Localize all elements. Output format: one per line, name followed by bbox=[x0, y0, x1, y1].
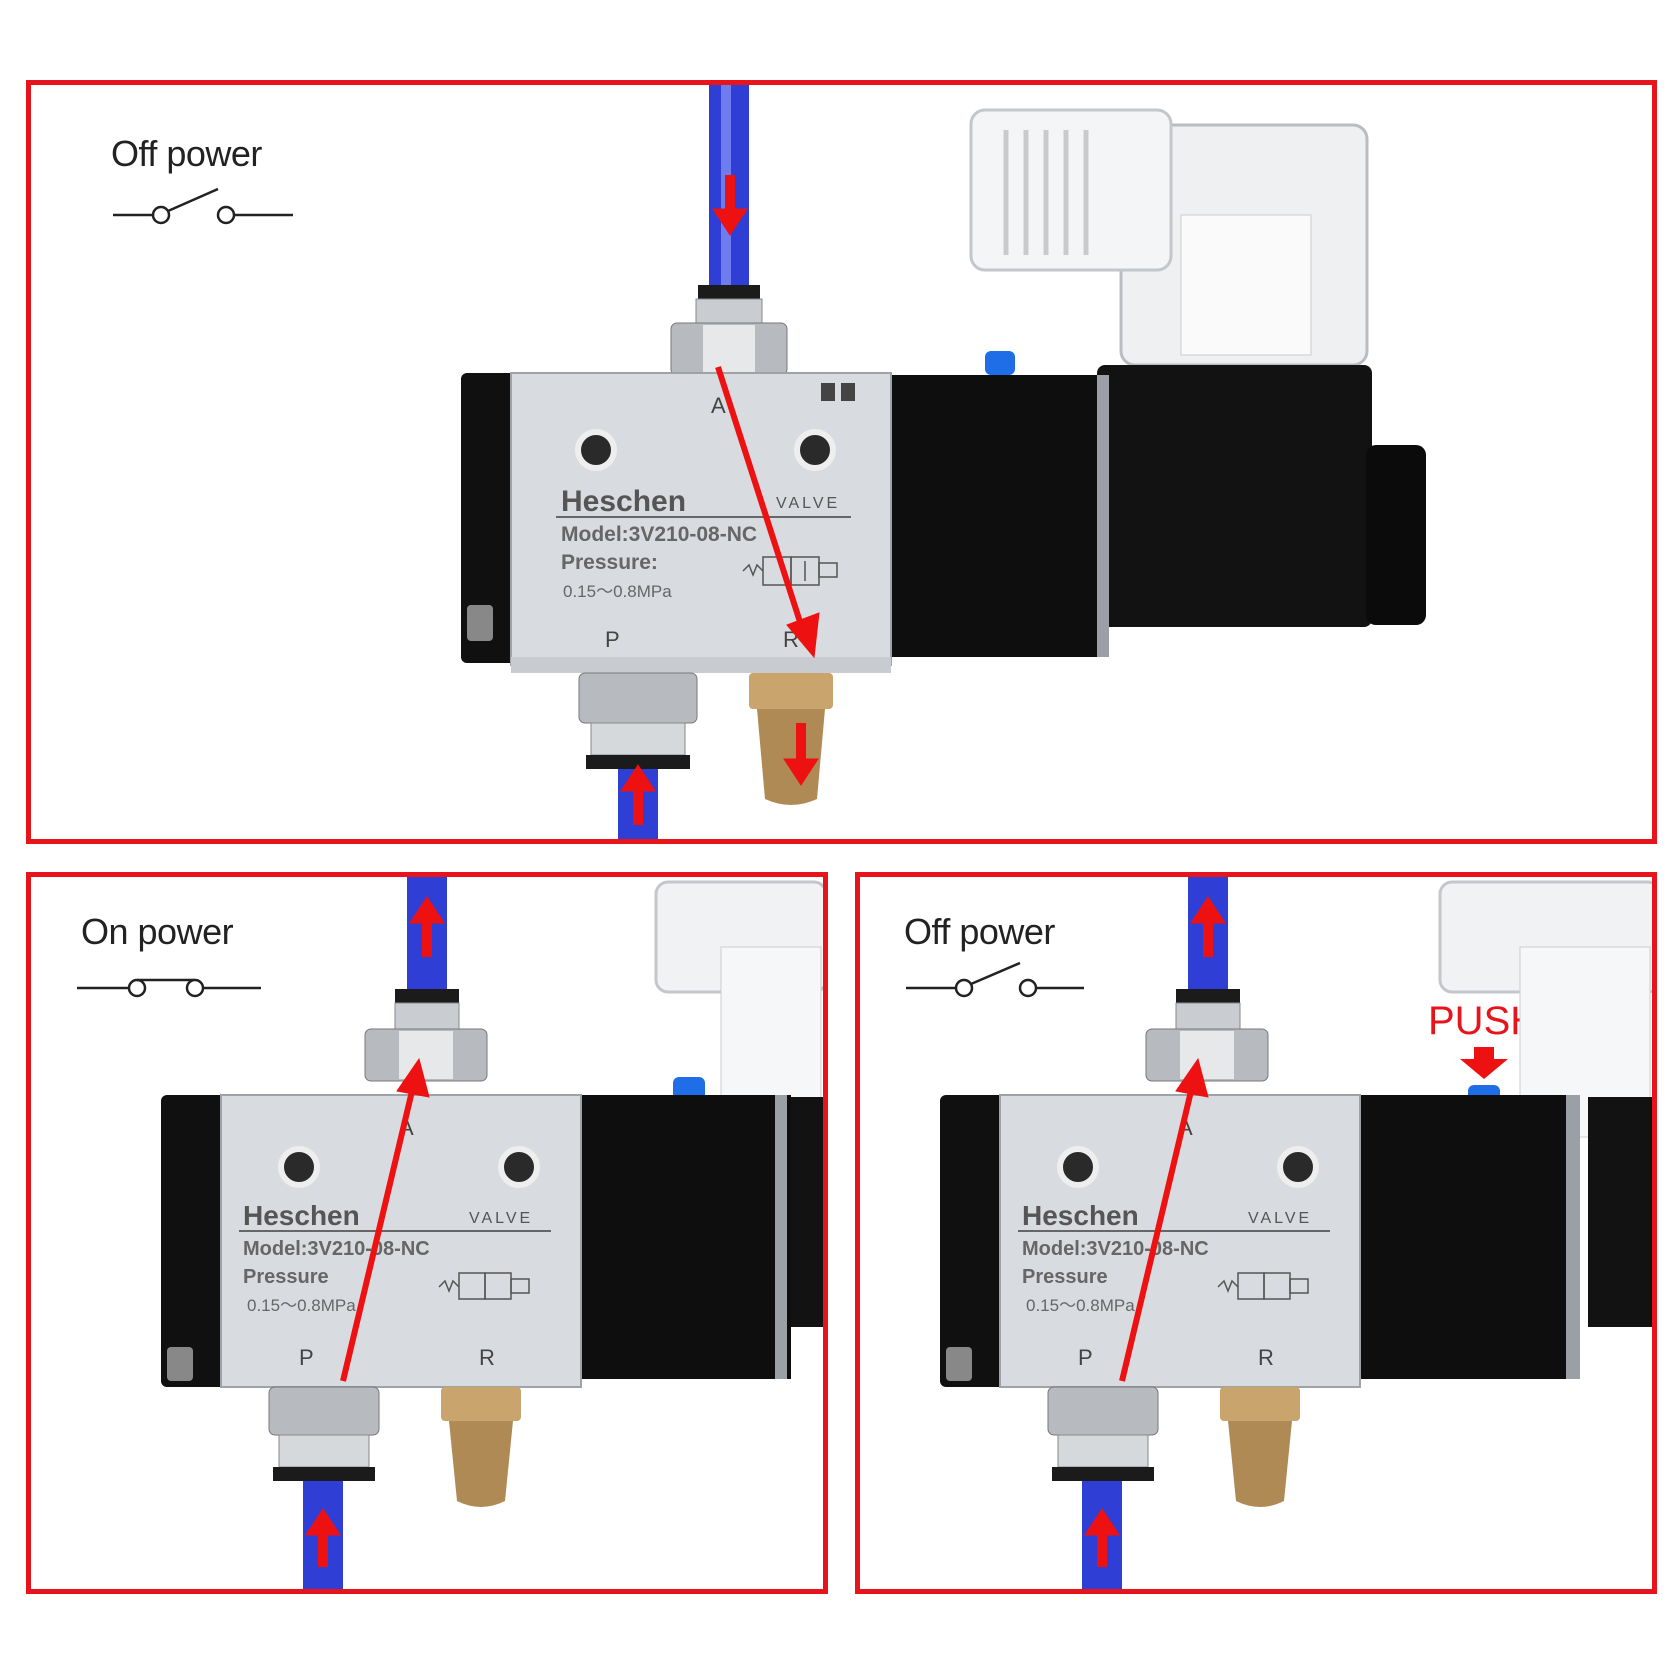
valve-label: VALVE bbox=[469, 1210, 533, 1227]
valve-label: VALVE bbox=[776, 495, 840, 512]
pressure-label: Pressure bbox=[243, 1266, 329, 1288]
panel-off-power-push: Off power PUSH Heschen V bbox=[855, 872, 1657, 1594]
valve-symbol-icon bbox=[438, 1272, 530, 1300]
flow-arrows bbox=[305, 896, 445, 1567]
state-label: On power bbox=[81, 911, 234, 952]
switch-open-icon bbox=[906, 961, 1084, 998]
pressure-label: Pressure: bbox=[561, 551, 658, 574]
panel-on-power: On power Heschen VALVE Model:3V2 bbox=[26, 872, 828, 1594]
port-r-label: R bbox=[1258, 1345, 1274, 1370]
state-label: Off power bbox=[904, 911, 1055, 952]
pressure-label: Pressure bbox=[1022, 1266, 1108, 1288]
pressure-range: 0.15～0.8MPa bbox=[247, 1296, 356, 1315]
port-p-label: P bbox=[299, 1345, 314, 1370]
solenoid-connector bbox=[969, 108, 1369, 367]
brand-label: Heschen bbox=[561, 485, 686, 518]
port-a-label: A bbox=[711, 393, 726, 418]
flow-arrows bbox=[1084, 896, 1226, 1567]
pressure-range: 0.15～0.8MPa bbox=[1026, 1296, 1135, 1315]
switch-closed-icon bbox=[77, 978, 261, 998]
valve-diagram-override: Heschen VALVE Model:3V210-08-NC Pressure… bbox=[906, 877, 1652, 1589]
port-p-label: P bbox=[605, 627, 620, 652]
valve-label: VALVE bbox=[1248, 1210, 1312, 1227]
brand-label: Heschen bbox=[1022, 1200, 1139, 1231]
valve-diagram-off: Heschen VALVE Model:3V210-08-NC Pressure… bbox=[113, 85, 1426, 839]
manual-override-button bbox=[985, 351, 1015, 375]
switch-open-icon bbox=[113, 187, 293, 225]
valve-diagram-on: Heschen VALVE Model:3V210-08-NC Pressure… bbox=[77, 877, 823, 1589]
state-label: Off power bbox=[111, 133, 262, 174]
pressure-range: 0.15～0.8MPa bbox=[563, 582, 672, 601]
flow-arrows bbox=[620, 175, 820, 825]
muffler-r bbox=[749, 673, 833, 709]
push-arrow-icon bbox=[1460, 1047, 1508, 1079]
port-r-label: R bbox=[479, 1345, 495, 1370]
model-label: Model:3V210-08-NC bbox=[561, 523, 757, 546]
valve-body bbox=[510, 372, 892, 666]
valve-symbol-icon bbox=[1217, 1272, 1309, 1300]
muffler-r bbox=[441, 1387, 521, 1421]
muffler-r bbox=[1220, 1387, 1300, 1421]
model-label: Model:3V210-08-NC bbox=[243, 1238, 430, 1260]
port-p-label: P bbox=[1078, 1345, 1093, 1370]
brand-label: Heschen bbox=[243, 1200, 360, 1231]
panel-off-power-top: Off power bbox=[26, 80, 1657, 844]
solenoid-coil bbox=[1097, 365, 1372, 627]
model-label: Model:3V210-08-NC bbox=[1022, 1238, 1209, 1260]
